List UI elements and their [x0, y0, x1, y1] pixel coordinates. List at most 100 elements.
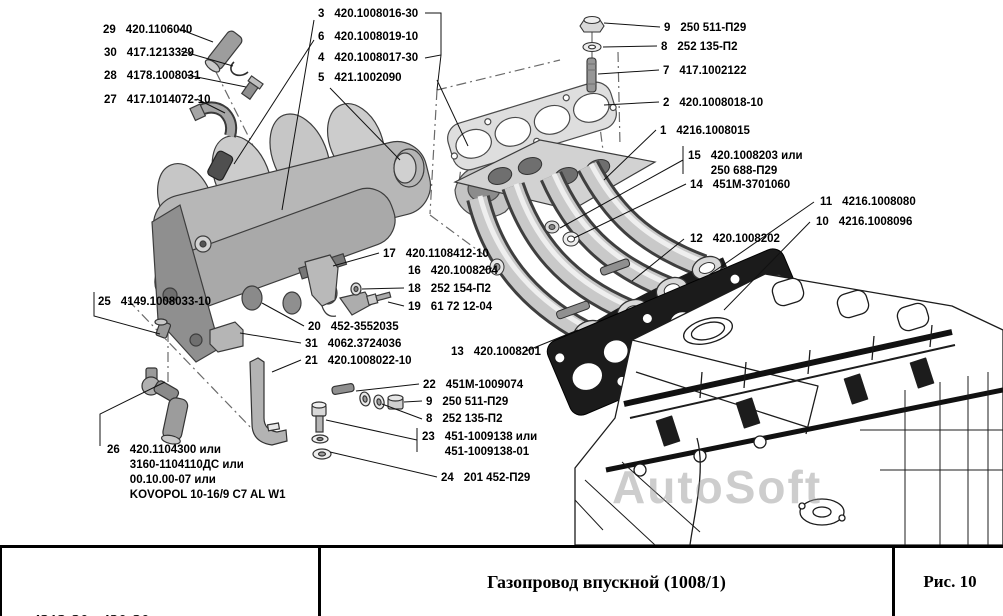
callout-part-number: 252 135-П2: [442, 413, 503, 425]
callout-part-number: 420.1008022-10: [327, 355, 412, 367]
callout-24: 24 201 452-П29: [441, 471, 530, 486]
callout-number: 14: [690, 179, 703, 191]
callout-number: 8: [661, 41, 668, 53]
figure-number-cell: Рис. 10: [892, 548, 1003, 616]
callout-8-top: 8 252 135-П2: [661, 40, 737, 55]
callout-number: 29: [103, 24, 116, 36]
callout-number: 23: [422, 431, 435, 443]
callout-part-number: 420.1104300 или 3160-1104110ДС или 00.10…: [129, 444, 286, 501]
callout-part-number: 4149.1008033-10: [120, 296, 211, 308]
callout-number: 6: [318, 31, 325, 43]
callout-number: 7: [663, 65, 670, 77]
sensor-parts-left: [141, 318, 189, 445]
callout-part-number: 421.1002090: [334, 72, 402, 84]
callout-number: 27: [104, 94, 117, 106]
callout-number: 20: [308, 321, 321, 333]
callout-part-number: 452-3552035: [330, 321, 399, 333]
callout-10: 10 4216.1008096: [816, 215, 912, 230]
callout-31: 31 4062.3724036: [305, 337, 401, 352]
callout-number: 25: [98, 296, 111, 308]
callout-number: 4: [318, 52, 325, 64]
callout-number: 12: [690, 233, 703, 245]
callout-4: 4 420.1008017-30: [318, 51, 418, 66]
callout-part-number: 201 452-П29: [463, 472, 531, 484]
callout-part-number: 4216.1008096: [838, 216, 913, 228]
upper-gasket-drawing: [447, 81, 617, 171]
callout-29: 29 420.1106040: [103, 23, 192, 38]
callout-part-number: 451М-3701060: [712, 179, 791, 191]
callout-20: 20 452-3552035: [308, 320, 399, 335]
hardware-top-right: [579, 15, 605, 93]
callout-17: 17 420.1108412-10: [383, 247, 489, 262]
callout-27: 27 417.1014072-10: [104, 93, 211, 108]
callout-part-number: 420.1008019-10: [334, 31, 419, 43]
engine-drawing: [574, 273, 1003, 545]
intake-manifold-drawing: [151, 103, 432, 363]
figure-title-cell: Газопровод впускной (1008/1): [321, 548, 892, 616]
callout-number: 16: [408, 265, 421, 277]
callout-number: 31: [305, 338, 318, 350]
callout-11: 11 4216.1008080: [820, 195, 916, 210]
callout-part-number: 4216.1008080: [842, 196, 916, 208]
callout-number: 2: [663, 97, 670, 109]
callout-number: 5: [318, 72, 325, 84]
callout-part-number: 252 135-П2: [677, 41, 738, 53]
callout-part-number: 252 154-П2: [430, 283, 491, 295]
callout-number: 10: [816, 216, 829, 228]
callout-part-number: 420.1106040: [125, 24, 193, 36]
callout-number: 26: [107, 444, 120, 456]
callout-number: 28: [104, 70, 117, 82]
callout-22: 22 451М-1009074: [423, 378, 523, 393]
callout-number: 30: [104, 47, 117, 59]
callout-number: 22: [423, 379, 436, 391]
callout-leader-lines: [93, 12, 815, 478]
callout-14: 14 451М-3701060: [690, 178, 790, 193]
callout-number: 8: [426, 413, 433, 425]
callout-part-number: 250 511-П29: [680, 22, 747, 34]
callout-part-number: 4216.1008015: [676, 125, 750, 137]
callout-part-number: 4062.3724036: [327, 338, 402, 350]
callout-part-number: 250 511-П29: [442, 396, 509, 408]
callout-part-number: 61 72 12-04: [430, 301, 493, 313]
callout-number: 11: [820, 196, 833, 208]
callout-number: 1: [660, 125, 667, 137]
callout-9-top: 9 250 511-П29: [664, 21, 746, 36]
callout-number: 19: [408, 301, 421, 313]
figure-number: Рис. 10: [923, 572, 977, 591]
callout-7: 7 417.1002122: [663, 64, 747, 79]
callout-number: 13: [451, 346, 464, 358]
callout-number: 17: [383, 248, 396, 260]
callout-number: 9: [664, 22, 671, 34]
callout-part-number: 417.1014072-10: [126, 94, 211, 106]
model-codes-line1: 4213-20 420-20: [32, 608, 318, 616]
callout-part-number: 451М-1009074: [445, 379, 524, 391]
callout-number: 24: [441, 472, 454, 484]
callout-part-number: 420.1008203 или 250 688-П29: [710, 150, 803, 177]
callout-number: 9: [426, 396, 433, 408]
callout-part-number: 417.1002122: [679, 65, 747, 77]
callout-19: 19 61 72 12-04: [408, 300, 492, 315]
callout-part-number: 420.1108412-10: [405, 248, 489, 260]
bracket-parts-middle: [209, 254, 392, 353]
callout-5: 5 421.1002090: [318, 71, 402, 86]
bracket-and-bolts-bottom: [249, 357, 404, 460]
figure-title: Газопровод впускной (1008/1): [487, 571, 726, 592]
title-block: 4213-20 420-20 4213-30 420-30 Газопровод…: [0, 545, 1003, 616]
callout-26: 26 420.1104300 или 3160-1104110ДС или 00.…: [107, 443, 286, 503]
callout-part-number: 420.1008017-30: [334, 52, 419, 64]
callout-part-number: 420.1008016-30: [334, 8, 419, 20]
model-codes-cell: 4213-20 420-20 4213-30 420-30: [2, 548, 321, 616]
callout-1: 1 4216.1008015: [660, 124, 750, 139]
